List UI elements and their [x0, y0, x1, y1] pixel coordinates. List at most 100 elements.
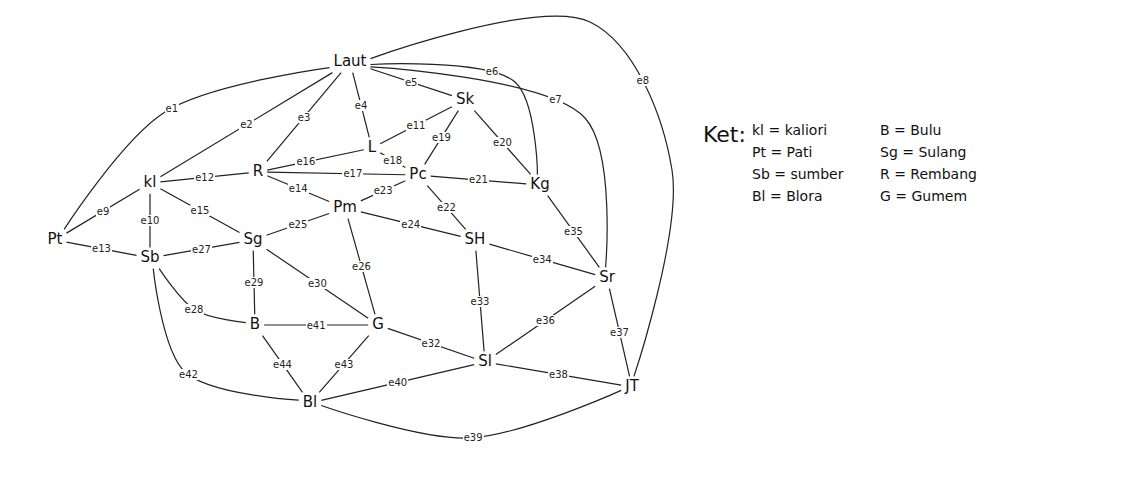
edge-label: e34 — [532, 254, 553, 265]
place-name: Pc — [409, 165, 426, 183]
road-line — [548, 196, 600, 268]
place-name: Pt — [48, 230, 63, 248]
road-line — [267, 176, 329, 202]
road-line — [66, 189, 139, 233]
edge-label: e18 — [382, 155, 403, 166]
legend-text: R = Rembang — [880, 166, 977, 182]
legend-text: Pt = Pati — [752, 144, 812, 160]
edge-label: e11 — [406, 120, 427, 131]
edge-label: e21 — [468, 174, 489, 185]
road-line — [609, 289, 629, 377]
place-name: Sl — [478, 352, 492, 370]
legend-text: Sg = Sulang — [880, 144, 966, 160]
place-node: Pc — [407, 166, 428, 183]
road-line — [267, 150, 364, 170]
legend-text: B = Bulu — [880, 122, 941, 138]
edge-label: e17 — [342, 168, 363, 179]
place-node: SH — [463, 231, 488, 248]
edge-label: e42 — [178, 369, 199, 380]
place-name: SH — [465, 230, 486, 248]
place-node: Laut — [332, 53, 369, 70]
place-name: Kg — [530, 175, 549, 193]
edge-label: e24 — [400, 219, 421, 230]
road-line — [153, 269, 299, 401]
road-line — [160, 73, 332, 177]
edge-label: e25 — [287, 219, 308, 230]
road-line — [496, 286, 595, 354]
place-node: JT — [623, 378, 641, 395]
place-node: Pt — [46, 231, 65, 248]
place-name: JT — [625, 377, 639, 395]
place-node: Sr — [597, 269, 617, 286]
place-name: R — [253, 162, 263, 180]
place-node: Sk — [454, 91, 476, 108]
edge-label: e3 — [297, 112, 312, 123]
place-node: Bl — [301, 394, 319, 411]
edge-label: e29 — [244, 277, 265, 288]
place-name: G — [372, 315, 384, 333]
edge-label: e4 — [354, 100, 369, 111]
place-node: Kg — [528, 176, 551, 193]
place-name: Pm — [333, 198, 357, 216]
road-line — [361, 181, 406, 201]
legend-text: Sb = sumber — [752, 166, 843, 182]
place-name: Sr — [599, 268, 615, 286]
road-line — [267, 172, 405, 175]
road-line — [380, 107, 452, 144]
edge-label: e44 — [272, 359, 293, 370]
road-line — [319, 336, 368, 393]
place-node: Sb — [138, 249, 161, 266]
legend-text: kl = kaliori — [752, 122, 827, 138]
road-line — [425, 111, 459, 165]
edge-label: e5 — [404, 77, 419, 88]
place-node: R — [251, 163, 265, 180]
edge-label: e30 — [307, 278, 328, 289]
edge-label: e8 — [635, 75, 650, 86]
edge-label: e22 — [436, 202, 457, 213]
edge-label: e16 — [295, 156, 316, 167]
place-name: kl — [144, 173, 157, 191]
edge-label: e40 — [387, 377, 408, 388]
place-name: Sk — [456, 90, 474, 108]
road-line — [496, 364, 621, 385]
edge-label: e9 — [96, 206, 111, 217]
place-name: L — [368, 138, 376, 156]
road-line — [64, 68, 329, 230]
road-line — [388, 328, 474, 358]
edge-label: e35 — [563, 226, 584, 237]
road-line — [427, 186, 465, 230]
road-line — [348, 219, 375, 315]
road-line — [267, 249, 369, 318]
road-line — [489, 244, 595, 274]
road-line — [370, 69, 451, 96]
road-line — [267, 214, 330, 236]
edge-label: e26 — [351, 261, 372, 272]
road-line — [370, 64, 537, 175]
legend-text: Ket: — [703, 122, 746, 147]
edge-label: e39 — [463, 432, 484, 443]
edge-label: e2 — [239, 119, 254, 130]
edge-label: e15 — [190, 205, 211, 216]
road-line — [321, 365, 474, 401]
road-line — [361, 212, 461, 237]
edge-label: e19 — [431, 132, 452, 143]
place-node: Sg — [241, 231, 264, 248]
place-name: Sb — [140, 248, 159, 266]
road-line — [353, 73, 370, 138]
road-line — [159, 269, 246, 323]
edge-label: e12 — [194, 172, 215, 183]
edge-label: e32 — [421, 338, 442, 349]
road-line — [474, 111, 530, 175]
edge-label: e36 — [535, 315, 556, 326]
place-name: Laut — [334, 52, 367, 70]
road-line — [164, 242, 240, 255]
road-line — [370, 16, 673, 376]
road-line — [321, 390, 621, 438]
road-line — [66, 242, 136, 255]
edge-label: e10 — [140, 215, 161, 226]
road-line — [262, 336, 302, 393]
edge-label: e14 — [288, 183, 309, 194]
road-line — [370, 67, 607, 267]
